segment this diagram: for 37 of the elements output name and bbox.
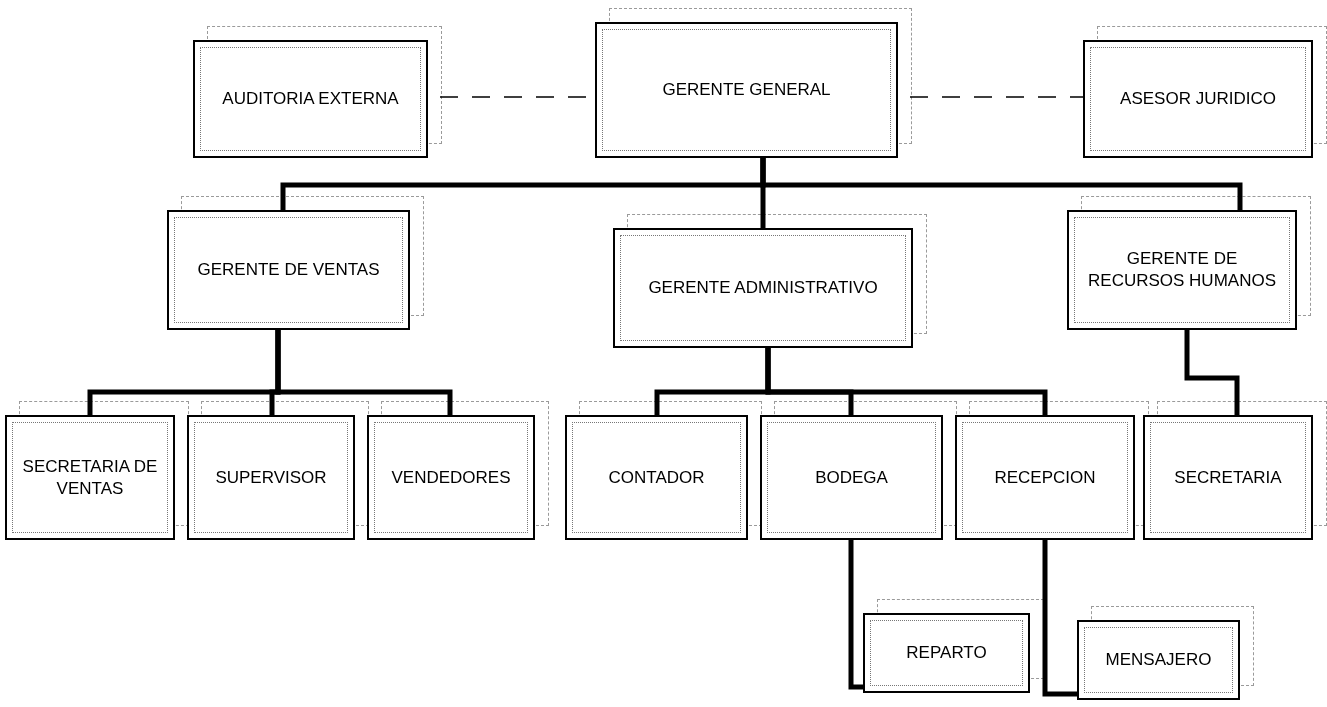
connector-line — [275, 330, 453, 415]
org-box — [1067, 210, 1297, 330]
box-label: ASESOR JURIDICO — [1119, 88, 1277, 110]
org-box — [367, 415, 535, 540]
org-box — [863, 613, 1030, 693]
box-label: RECEPCION — [993, 466, 1097, 489]
box-label: CONTADOR — [607, 466, 706, 489]
box-label: GERENTE DE VENTAS — [196, 259, 381, 281]
box-label: MENSAJERO — [1104, 649, 1213, 671]
connector-line — [765, 348, 1048, 415]
box-label: SECRETARIA — [1173, 466, 1283, 489]
box-label: SECRETARIA DE VENTAS — [21, 455, 159, 500]
org-box — [167, 210, 410, 330]
connector-line — [848, 540, 863, 690]
org-box — [565, 415, 748, 540]
box-label: GERENTE GENERAL — [661, 79, 832, 101]
connector-line — [760, 158, 1243, 210]
box-label: GERENTE DE RECURSOS HUMANOS — [1087, 248, 1277, 292]
dashed-connector — [909, 96, 1084, 98]
org-box — [1077, 620, 1240, 700]
box-label: VENDEDORES — [390, 466, 512, 489]
org-box — [1143, 415, 1313, 540]
org-box — [193, 40, 428, 158]
org-box — [1083, 40, 1313, 158]
org-box — [613, 228, 913, 348]
org-box — [955, 415, 1135, 540]
connector-line — [1184, 330, 1240, 415]
box-label: BODEGA — [814, 466, 889, 489]
box-label: GERENTE ADMINISTRATIVO — [647, 277, 879, 299]
org-box — [187, 415, 355, 540]
org-box — [760, 415, 943, 540]
org-box — [595, 22, 898, 158]
box-label: SUPERVISOR — [214, 466, 328, 489]
box-label: AUDITORIA EXTERNA — [221, 88, 400, 110]
box-label: REPARTO — [905, 642, 988, 664]
org-box — [5, 415, 175, 540]
connector-line — [1042, 540, 1077, 697]
